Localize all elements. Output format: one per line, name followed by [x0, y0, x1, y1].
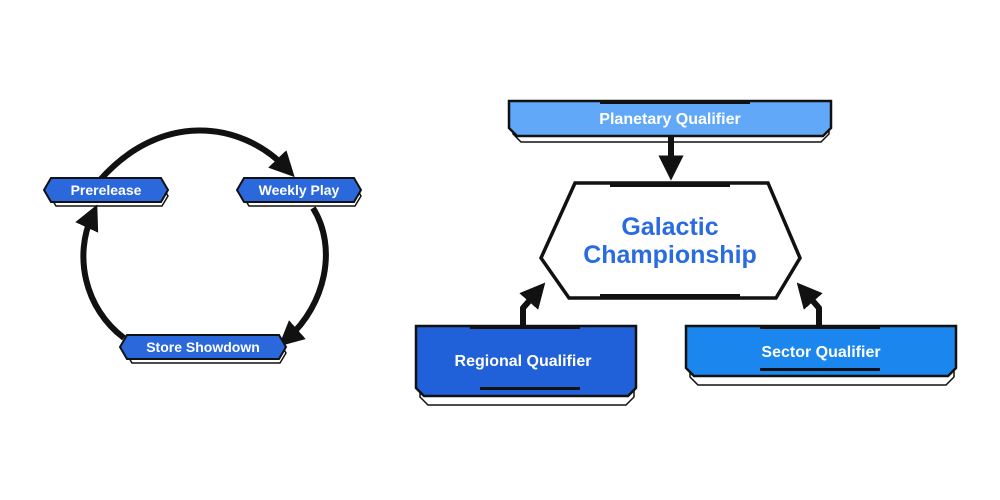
arrow-regional-to-galactic	[519, 282, 546, 328]
store-showdown-label: Store Showdown	[146, 339, 260, 355]
planetary-qualifier-label: Planetary Qualifier	[599, 111, 740, 128]
sector-qualifier-node: Sector Qualifier	[684, 324, 958, 386]
galactic-championship-node: Galactic Championship	[538, 181, 802, 300]
weekly-play-label: Weekly Play	[259, 182, 340, 198]
prerelease-label: Prerelease	[71, 182, 142, 198]
arrow-sector-to-galactic	[796, 282, 823, 328]
sector-qualifier-label: Sector Qualifier	[761, 344, 880, 361]
planetary-qualifier-node: Planetary Qualifier	[507, 99, 833, 143]
prerelease-node: Prerelease	[42, 177, 170, 207]
store-showdown-node: Store Showdown	[118, 334, 288, 364]
regional-qualifier-label: Regional Qualifier	[455, 353, 592, 370]
arrow-store-showdown-to-prerelease	[75, 204, 126, 341]
arrow-prerelease-to-weekly-play	[97, 127, 295, 182]
galactic-championship-line2: Championship	[583, 241, 757, 269]
regional-qualifier-node: Regional Qualifier	[414, 324, 638, 406]
tournament-diagram-right: Planetary Qualifier Galactic Championshi…	[414, 99, 958, 406]
galactic-championship-line1: Galactic	[621, 213, 718, 241]
weekly-play-node: Weekly Play	[235, 177, 363, 207]
arrow-weekly-play-to-store-showdown	[278, 206, 329, 347]
cycle-diagram: Prerelease Weekly Play Store Showdown	[42, 127, 363, 364]
